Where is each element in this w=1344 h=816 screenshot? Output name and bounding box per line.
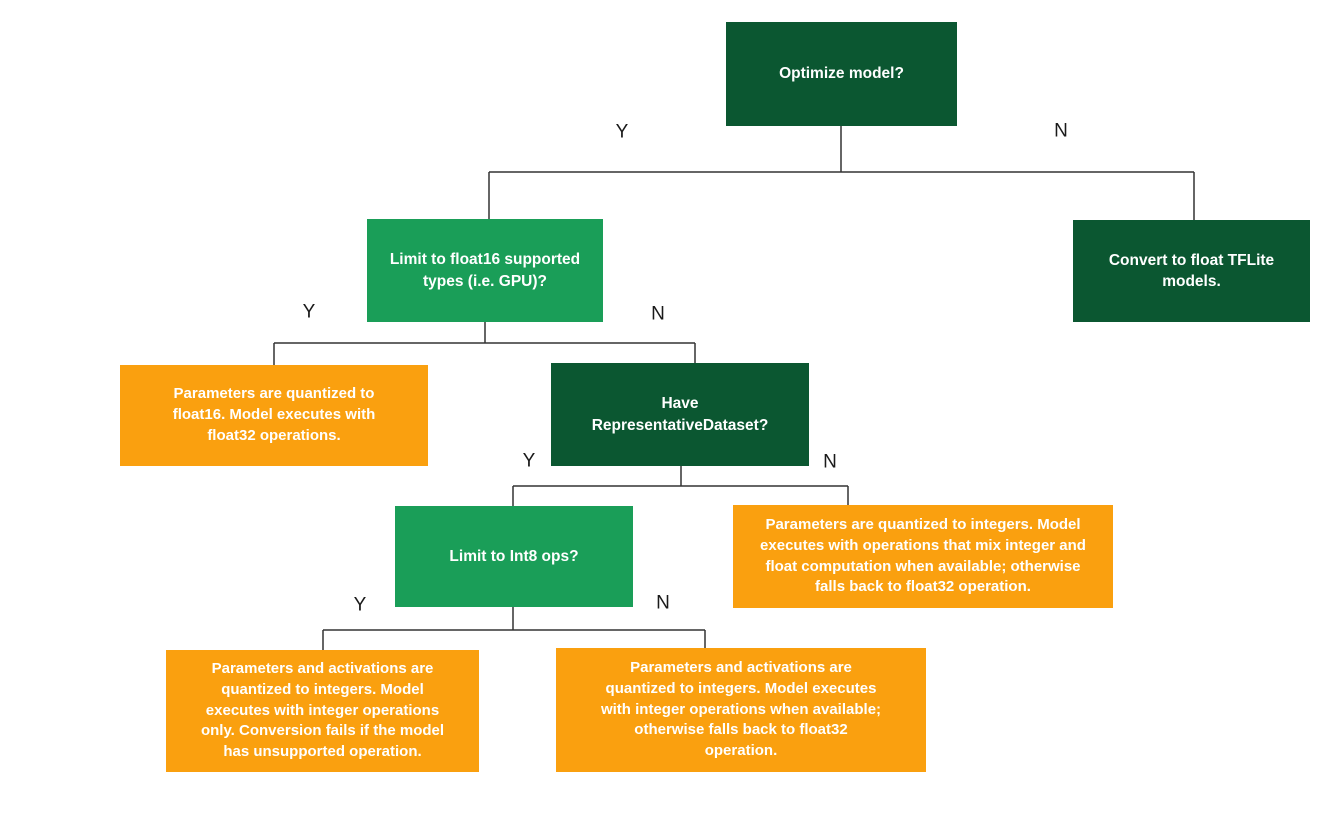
node-integer-only-result-label: Parameters and activations are quantized… [200,660,445,761]
node-float16-quantization-result-label: Parameters are quantized to float16. Mod… [172,385,376,444]
edge-label-limit-int8-yes: Y [353,594,367,616]
node-have-representative-dataset: Have RepresentativeDataset? [551,363,809,466]
edge-label-limit-float16-no: N [651,303,665,325]
node-limit-float16-label: Limit to float16 supported types (i.e. G… [389,251,581,290]
edge-label-optimize-yes: Y [615,121,629,143]
node-have-representative-dataset-label: Have RepresentativeDataset? [591,395,769,434]
edge-label-optimize-no: N [1054,120,1068,142]
connector-limit-float16-branch [273,322,696,365]
node-optimize-model: Optimize model? [726,22,957,126]
node-integer-fallback-result: Parameters and activations are quantized… [556,648,926,772]
node-integer-only-result: Parameters and activations are quantized… [166,650,479,772]
node-limit-float16: Limit to float16 supported types (i.e. G… [367,219,603,322]
node-optimize-model-label: Optimize model? [779,65,904,83]
node-convert-float-tflite: Convert to float TFLite models. [1073,220,1310,322]
node-mixed-ops-result: Parameters are quantized to integers. Mo… [733,505,1113,608]
connector-have-dataset-branch [512,466,849,506]
node-mixed-ops-result-label: Parameters are quantized to integers. Mo… [760,516,1086,596]
edge-label-limit-float16-yes: Y [302,301,316,323]
edge-label-have-dataset-yes: Y [522,450,536,472]
edge-label-have-dataset-no: N [823,451,837,473]
node-float16-quantization-result: Parameters are quantized to float16. Mod… [120,365,428,466]
node-integer-fallback-result-label: Parameters and activations are quantized… [600,659,882,760]
node-limit-int8-ops-label: Limit to Int8 ops? [449,547,579,565]
edge-label-limit-int8-no: N [656,592,670,614]
connector-limit-int8-branch [322,607,706,650]
node-convert-float-tflite-label: Convert to float TFLite models. [1108,251,1275,290]
node-limit-int8-ops: Limit to Int8 ops? [395,506,633,607]
connector-optimize-branch [488,126,1195,220]
